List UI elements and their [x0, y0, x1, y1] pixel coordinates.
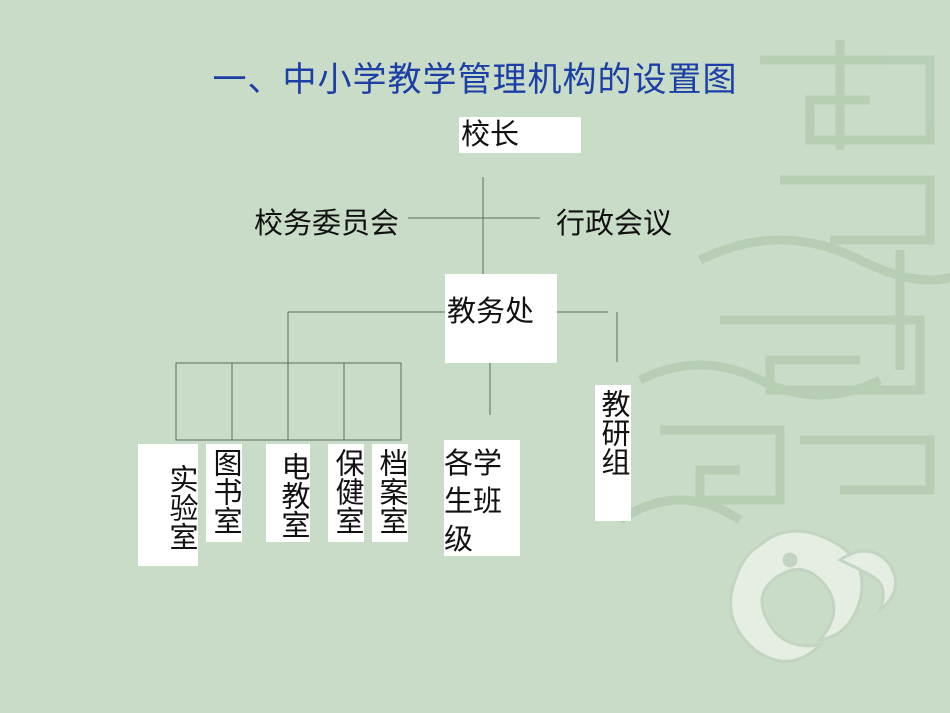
archives-room-node: 档案室 [372, 444, 409, 542]
classes-label: 各学生班级 [444, 446, 503, 556]
principal-node: 校长 [459, 117, 581, 153]
av-room-node: 电教室 [266, 444, 311, 542]
teaching-research-group-node: 教研组 [595, 385, 631, 521]
labs-node: 实验室 [138, 444, 199, 566]
academic-affairs-office-node: 教务处 [445, 274, 557, 363]
dragon-ornament-icon [729, 529, 898, 663]
slide-title: 一、中小学教学管理机构的设置图 [212, 60, 738, 100]
classes-node: 各学生班级 [444, 440, 520, 556]
health-room-node: 保健室 [328, 444, 365, 542]
admin-meeting-node: 行政会议 [556, 206, 673, 240]
school-affairs-committee-node: 校务委员会 [254, 206, 400, 240]
library-node: 图书室 [206, 444, 243, 542]
